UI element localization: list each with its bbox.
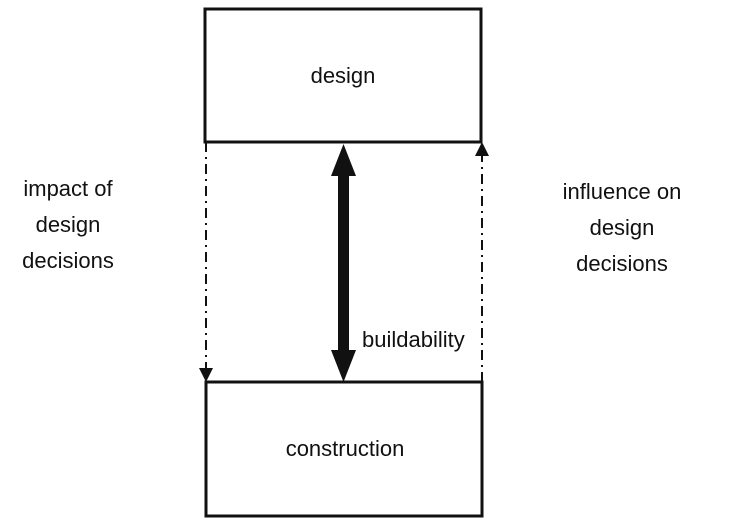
construction-box-label: construction: [286, 436, 405, 461]
buildability-arrowhead-up-icon: [331, 144, 356, 176]
right-annotation-line-2: design: [590, 215, 655, 240]
left-annotation-line-2: design: [36, 212, 101, 237]
left-annotation-line-3: decisions: [22, 248, 114, 273]
right-annotation-line-3: decisions: [576, 251, 668, 276]
left-annotation-line-1: impact of: [23, 176, 113, 201]
right-annotation: influence on design decisions: [563, 179, 682, 276]
right-annotation-line-1: influence on: [563, 179, 682, 204]
design-box: design: [203, 7, 483, 144]
buildability-arrow-shaft: [338, 172, 349, 356]
construction-box: construction: [204, 380, 484, 518]
impact-arrowhead-icon: [199, 368, 213, 382]
buildability-label: buildability: [362, 327, 465, 352]
design-box-label: design: [311, 63, 376, 88]
left-annotation: impact of design decisions: [22, 176, 114, 273]
buildability-arrow: [331, 144, 356, 382]
buildability-arrowhead-down-icon: [331, 350, 356, 382]
influence-arrowhead-icon: [475, 142, 489, 156]
